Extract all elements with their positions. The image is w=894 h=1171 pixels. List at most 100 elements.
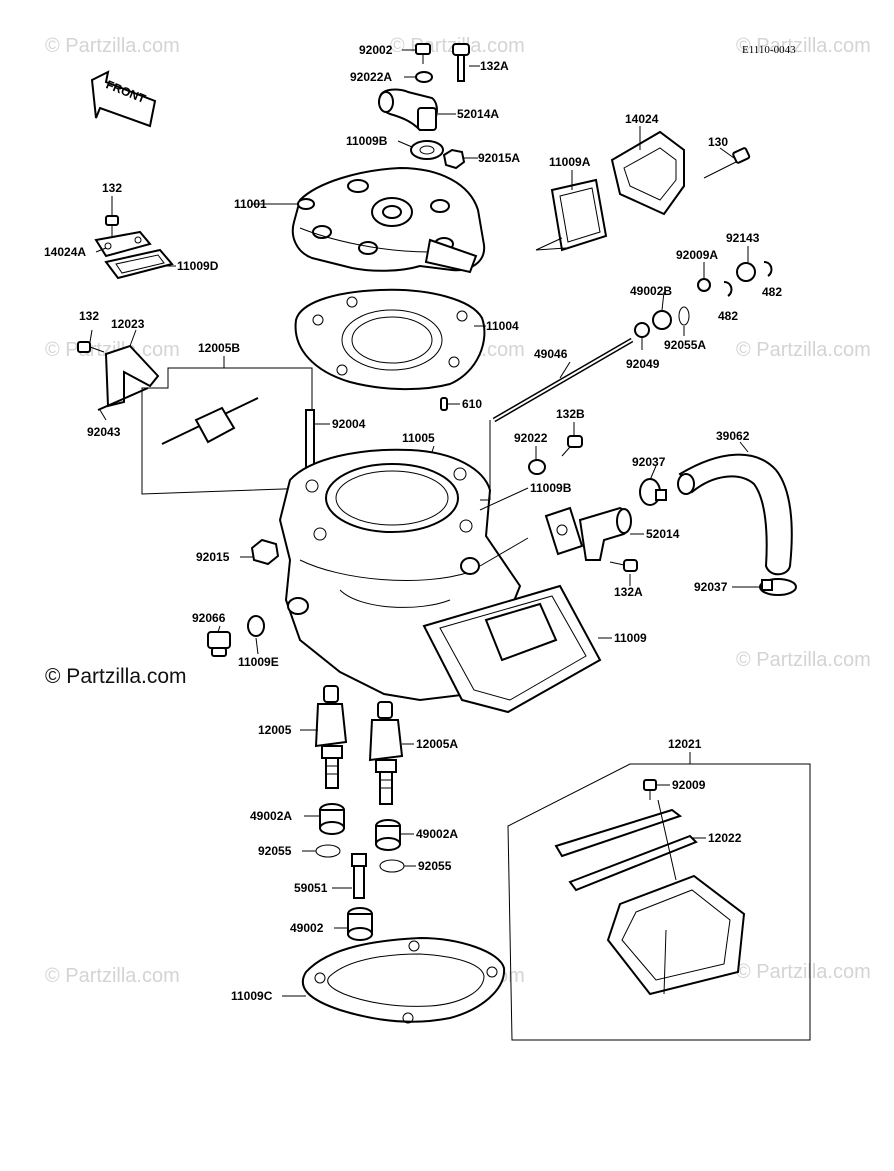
label-132-left: 132 xyxy=(102,181,122,195)
water-pipe-52014 xyxy=(578,506,632,561)
label-132B: 132B xyxy=(556,407,585,421)
label-11009E: 11009E xyxy=(238,655,279,669)
washer-92049 xyxy=(634,322,650,338)
valve-12005A xyxy=(368,701,404,805)
bushing-92143 xyxy=(736,262,756,282)
label-92055A: 92055A xyxy=(664,338,706,352)
label-11009: 11009 xyxy=(614,631,647,645)
base-gasket-11009C xyxy=(301,936,506,1024)
label-12023: 12023 xyxy=(111,317,145,331)
label-39062: 39062 xyxy=(716,429,750,443)
label-11009D: 11009D xyxy=(177,259,219,273)
label-92022A: 92022A xyxy=(350,70,392,84)
reed-valve-group-12021 xyxy=(507,763,811,1041)
head-gasket-11004 xyxy=(294,288,486,391)
nut-92015A xyxy=(442,148,466,170)
label-11009B-mid: 11009B xyxy=(530,481,572,495)
seal-49002B xyxy=(652,310,672,330)
gasket-11009B-mid xyxy=(544,506,584,556)
leader-lines xyxy=(89,49,760,997)
front-arrow: FRONT xyxy=(90,70,157,128)
bolt-132-left xyxy=(105,215,119,236)
cover-14024A xyxy=(94,230,152,258)
cap-49002 xyxy=(347,907,373,941)
label-49002: 49002 xyxy=(290,921,324,935)
clamp-92037-bottom xyxy=(759,578,797,596)
label-52014A: 52014A xyxy=(457,107,499,121)
screw-92009 xyxy=(643,779,657,800)
seal-49002A-left xyxy=(319,803,345,835)
label-14024A: 14024A xyxy=(44,245,86,259)
watermark: © Partzilla.com xyxy=(45,35,180,57)
bolt-132A-top xyxy=(452,43,470,82)
oring-92055A xyxy=(678,306,690,326)
label-11004: 11004 xyxy=(486,319,519,333)
gasket-11009B-top xyxy=(410,140,444,160)
watermark: © Partzilla.com xyxy=(736,35,871,57)
label-92049: 92049 xyxy=(626,357,660,371)
label-11009A: 11009A xyxy=(549,155,591,169)
bolt-132B xyxy=(561,435,583,457)
watermark: © Partzilla.com xyxy=(736,649,871,671)
reed-gasket-11009 xyxy=(422,584,602,714)
clip-482-a xyxy=(763,261,773,277)
label-92002: 92002 xyxy=(359,43,393,57)
oring-92055-right xyxy=(379,859,405,873)
label-49046: 49046 xyxy=(534,347,568,361)
watermark: © Partzilla.com xyxy=(45,965,180,987)
pinion-59051 xyxy=(351,853,367,899)
water-outlet-52014A xyxy=(378,88,438,132)
reed-block xyxy=(606,874,746,996)
label-92022: 92022 xyxy=(514,431,548,445)
label-610: 610 xyxy=(462,397,482,411)
bolt-92002 xyxy=(415,43,431,64)
label-52014: 52014 xyxy=(646,527,680,541)
label-482-b: 482 xyxy=(718,309,738,323)
bolt-130 xyxy=(703,147,751,179)
clamp-92037-top xyxy=(639,478,667,506)
label-11001: 11001 xyxy=(234,197,267,211)
label-132A-top: 132A xyxy=(480,59,509,73)
label-49002B: 49002B xyxy=(630,284,672,298)
label-11009C: 11009C xyxy=(231,989,273,1003)
label-49002A-left: 49002A xyxy=(250,809,292,823)
valve-12005 xyxy=(314,685,348,789)
washer-92022A xyxy=(415,71,433,83)
copyright-notice: © Partzilla.com xyxy=(45,665,187,688)
shaft-49046 xyxy=(492,337,634,423)
label-12005B: 12005B xyxy=(198,341,240,355)
label-11005: 11005 xyxy=(402,431,435,445)
label-92009: 92009 xyxy=(672,778,706,792)
label-92043: 92043 xyxy=(87,425,121,439)
collar-92009A xyxy=(697,278,711,292)
label-92004: 92004 xyxy=(332,417,366,431)
label-12005: 12005 xyxy=(258,723,292,737)
watermark: © Partzilla.com xyxy=(736,339,871,361)
label-12022: 12022 xyxy=(708,831,742,845)
plug-92066 xyxy=(207,631,231,657)
cylinder-head-11001 xyxy=(291,166,486,274)
oring-92055-left xyxy=(315,844,341,858)
diagram-code: E1110-0043 xyxy=(742,44,796,56)
clip-482-b xyxy=(723,281,733,297)
label-12005A: 12005A xyxy=(416,737,458,751)
label-92055-right: 92055 xyxy=(418,859,452,873)
watermark: © Partzilla.com xyxy=(736,961,871,983)
label-59051: 59051 xyxy=(294,881,328,895)
label-130: 130 xyxy=(708,135,728,149)
bolt-132A-mid xyxy=(609,559,638,572)
label-14024: 14024 xyxy=(625,112,659,126)
label-92066: 92066 xyxy=(192,611,226,625)
label-12021: 12021 xyxy=(668,737,702,751)
washer-11009E xyxy=(247,615,265,637)
label-92009A: 92009A xyxy=(676,248,718,262)
rod-92043 xyxy=(97,387,149,411)
label-132A-mid: 132A xyxy=(614,585,643,599)
cover-14024 xyxy=(610,130,685,216)
label-482-a: 482 xyxy=(762,285,782,299)
label-49002A-right: 49002A xyxy=(416,827,458,841)
washer-92022 xyxy=(528,459,546,475)
part-labels: 92002 132A 92022A 52014A 11009B 92015A 1… xyxy=(44,43,782,1003)
seal-49002A-right xyxy=(375,819,401,851)
